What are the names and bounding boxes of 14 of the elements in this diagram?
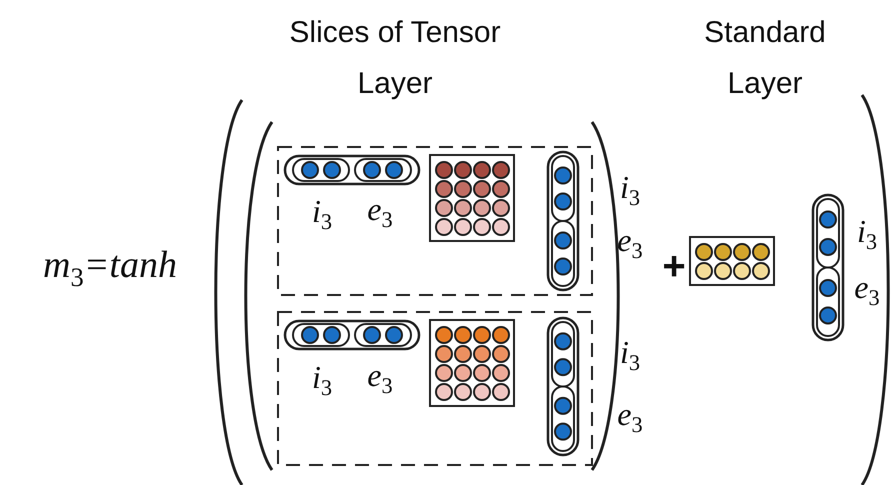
math-label: i$_{3}$ bbox=[856, 212, 878, 256]
heading: Slices of Tensor Layer bbox=[288, 15, 502, 102]
math-label: e$_{3}$ bbox=[367, 190, 393, 234]
math-label: i$_{3}$ bbox=[620, 334, 640, 376]
math-label: e$_{3}$ bbox=[617, 222, 643, 264]
math-label: i$_{3}$ bbox=[312, 192, 332, 236]
heading: Standard Layer bbox=[703, 15, 827, 102]
plus-sign: + bbox=[662, 244, 686, 290]
math-label: e$_{3}$ bbox=[854, 268, 880, 312]
math-label: e$_{3}$ bbox=[617, 396, 643, 438]
math-label: i$_{3}$ bbox=[620, 168, 640, 212]
equation-label: m$_{3}$=tanh bbox=[43, 243, 177, 293]
math-label: i$_{3}$ bbox=[312, 358, 332, 402]
math-label: e$_{3}$ bbox=[367, 356, 393, 400]
